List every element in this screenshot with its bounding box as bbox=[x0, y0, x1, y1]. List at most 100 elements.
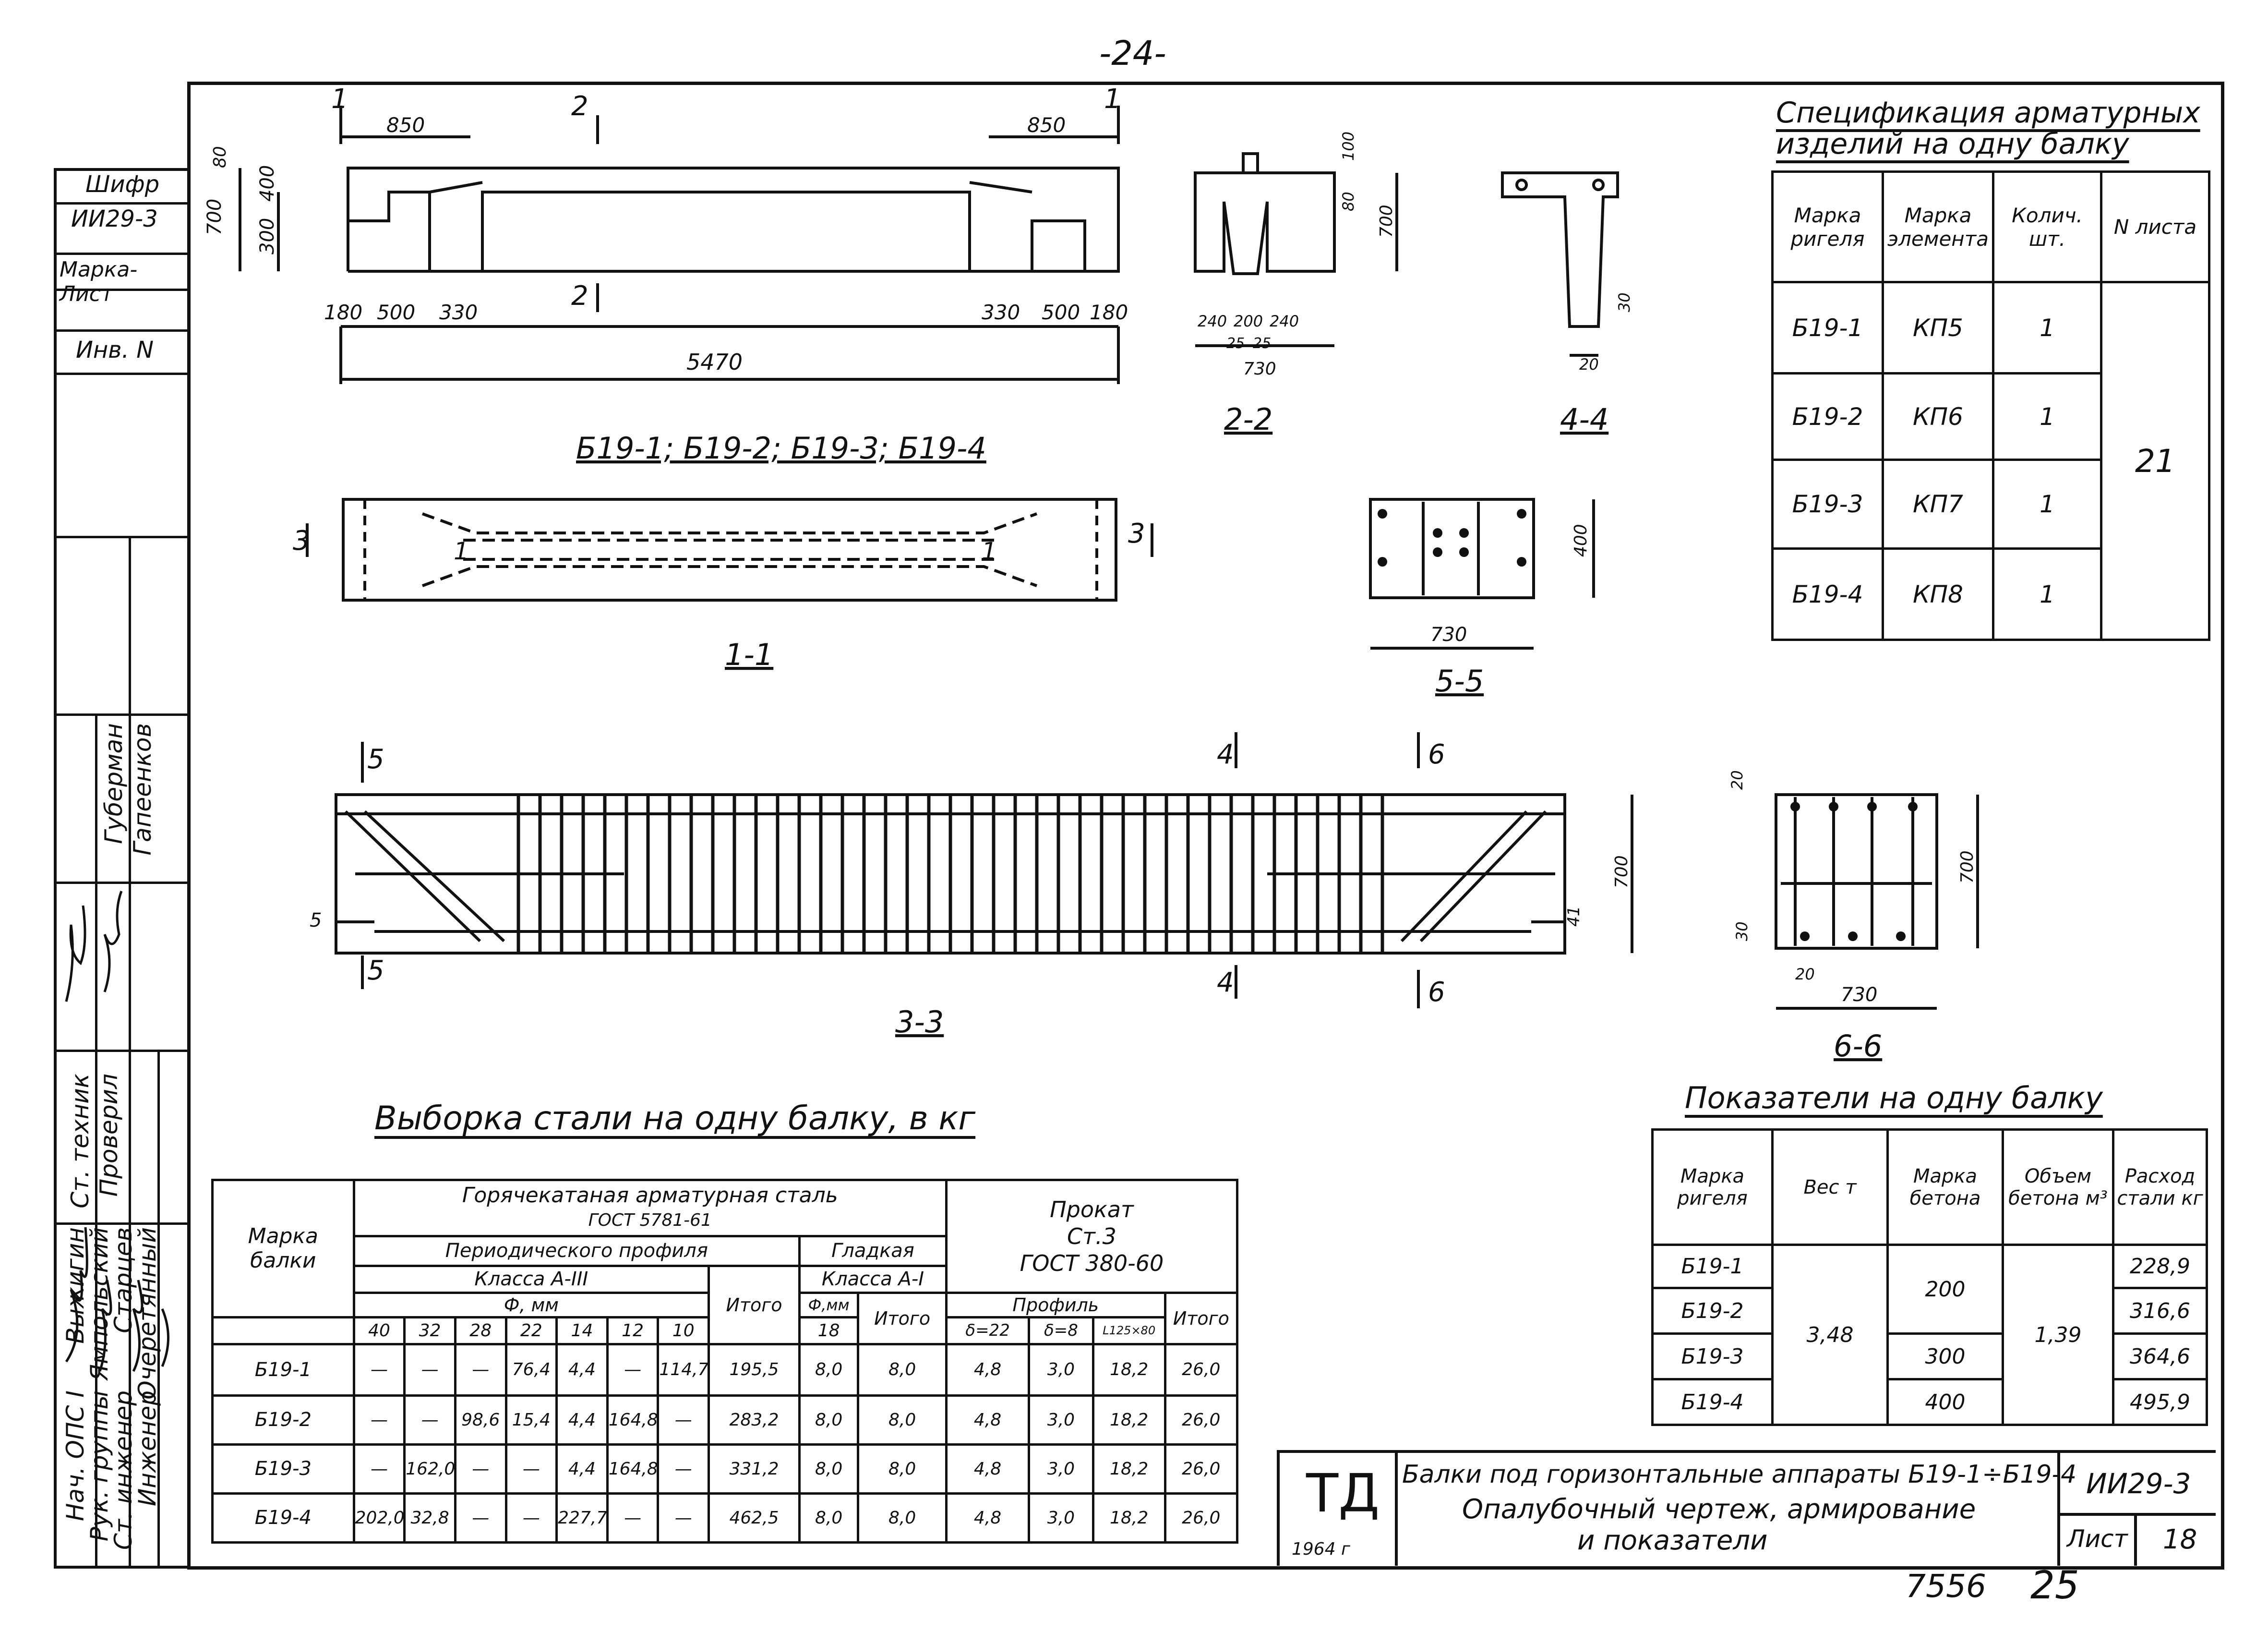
dim-22-730: 730 bbox=[1243, 359, 1276, 379]
mark-6-bottom: 6 bbox=[1428, 977, 1445, 1008]
spec-r1-el: КП5 bbox=[1882, 281, 1994, 375]
steel-r4-c6: — bbox=[606, 1492, 660, 1544]
dim-300: 300 bbox=[256, 218, 278, 254]
title-line-3: и показатели bbox=[1577, 1525, 1768, 1556]
steel-r2-c3: 98,6 bbox=[454, 1394, 507, 1446]
spec-table: Марка ригеля Марка элемента Колич. шт. N… bbox=[1771, 170, 2210, 641]
steel-r1-c13: 18,2 bbox=[1092, 1342, 1166, 1397]
steel-h-st3: Ст.3 bbox=[1067, 1223, 1116, 1249]
steel-d40: 40 bbox=[352, 1316, 406, 1345]
dim-180-right: 180 bbox=[1090, 301, 1128, 324]
dim-400: 400 bbox=[256, 165, 278, 202]
steel-r2-c7: — bbox=[657, 1394, 710, 1446]
steel-h-hot-title: Горячекатаная арматурная сталь bbox=[462, 1183, 838, 1208]
steel-r2-c6: 164,8 bbox=[606, 1394, 660, 1446]
steel-r3-c11: 4,8 bbox=[945, 1443, 1031, 1495]
drawing-frame bbox=[187, 82, 2224, 1570]
steel-h-total2: Итого bbox=[857, 1291, 948, 1345]
steel-p2: δ=8 bbox=[1028, 1316, 1094, 1345]
steel-r2-c14: 26,0 bbox=[1164, 1394, 1239, 1446]
dim-66-730: 730 bbox=[1841, 984, 1877, 1006]
steel-d28: 28 bbox=[454, 1316, 507, 1345]
dim-5470: 5470 bbox=[686, 349, 743, 375]
title-sheet-label: Лист bbox=[2067, 1525, 2128, 1553]
shifr-label: Шифр bbox=[85, 171, 160, 198]
indicators-table: Марка ригеля Вес т Марка бетона Объем бе… bbox=[1651, 1128, 2208, 1426]
steel-r4-c5: 227,7 bbox=[555, 1492, 609, 1544]
ind-volume: 1,39 bbox=[2002, 1244, 2114, 1426]
marka-list-label: Марка-Лист bbox=[60, 257, 138, 306]
spec-h-qty: Колич. шт. bbox=[1992, 170, 2102, 283]
ind-r4-mark: Б19-4 bbox=[1651, 1378, 1774, 1426]
steel-r2-c8: 283,2 bbox=[708, 1394, 801, 1446]
steel-d22: 22 bbox=[504, 1316, 558, 1345]
steel-r4-c3: — bbox=[454, 1492, 507, 1544]
mark-11-right: 1 bbox=[982, 537, 997, 565]
steel-r3-c9: 8,0 bbox=[798, 1443, 860, 1495]
steel-r3-c8: 331,2 bbox=[708, 1443, 801, 1495]
title-year: 1964 г bbox=[1292, 1539, 1350, 1559]
steel-r4-c9: 8,0 bbox=[798, 1492, 860, 1544]
ind-h-mark: Марка ригеля bbox=[1651, 1128, 1774, 1246]
dim-330-right: 330 bbox=[982, 301, 1020, 324]
steel-r1-c0: Б19-1 bbox=[211, 1342, 355, 1397]
dim-33-700: 700 bbox=[1612, 855, 1632, 888]
steel-r3-c3: — bbox=[454, 1443, 507, 1495]
steel-r1-c6: — bbox=[606, 1342, 660, 1397]
steel-r4-c0: Б19-4 bbox=[211, 1492, 355, 1544]
dim-66-20top: 20 bbox=[1728, 770, 1746, 790]
mark-1-right: 1 bbox=[1104, 84, 1121, 115]
steel-r1-c12: 3,0 bbox=[1028, 1342, 1094, 1397]
spec-r4-qty: 1 bbox=[1992, 547, 2102, 641]
ind-r1-mark: Б19-1 bbox=[1651, 1244, 1774, 1289]
dim-330-left: 330 bbox=[439, 301, 478, 324]
steel-r1-c14: 26,0 bbox=[1164, 1342, 1239, 1397]
ind-r3-mark: Б19-3 bbox=[1651, 1332, 1774, 1380]
section-2-2: 2-2 bbox=[1224, 402, 1272, 437]
ind-h-steel: Расход стали кг bbox=[2112, 1128, 2208, 1246]
spec-title-1: Спецификация арматурных bbox=[1776, 96, 2200, 130]
mark-3-right: 3 bbox=[1128, 518, 1145, 549]
steel-r3-c4: — bbox=[504, 1443, 558, 1495]
steel-r1-c2: — bbox=[403, 1342, 456, 1397]
spec-h-rigel: Марка ригеля bbox=[1771, 170, 1884, 283]
mark-1-left: 1 bbox=[331, 84, 348, 115]
mark-4-top: 4 bbox=[1217, 739, 1234, 770]
steel-r2-c12: 3,0 bbox=[1028, 1394, 1094, 1446]
indicators-title: Показатели на одну балку bbox=[1685, 1080, 2103, 1115]
mark-6-top: 6 bbox=[1428, 739, 1445, 770]
steel-r3-c5: 4,4 bbox=[555, 1443, 609, 1495]
dim-22-240b: 240 bbox=[1270, 312, 1299, 330]
mark-5-top: 5 bbox=[367, 744, 384, 775]
section-1-1: 1-1 bbox=[725, 637, 773, 672]
steel-r3-c14: 26,0 bbox=[1164, 1443, 1239, 1495]
steel-r4-c7: — bbox=[657, 1492, 710, 1544]
ind-h-volume: Объем бетона м³ bbox=[2002, 1128, 2114, 1246]
steel-d14: 14 bbox=[555, 1316, 609, 1345]
spec-r2-qty: 1 bbox=[1992, 372, 2102, 461]
spec-r2-el: КП6 bbox=[1882, 372, 1994, 461]
side-block: Шифр ИИ29-3 Марка-Лист Инв. N Нач. ОПС I… bbox=[54, 168, 190, 1569]
section-3-3: 3-3 bbox=[895, 1004, 944, 1040]
dim-33-5: 5 bbox=[310, 909, 322, 931]
steel-d12: 12 bbox=[606, 1316, 660, 1345]
steel-h-rolled-block: Прокат Ст.3 ГОСТ 380-60 bbox=[945, 1179, 1239, 1294]
dim-44-20: 20 bbox=[1579, 355, 1599, 374]
page-number: -24- bbox=[1099, 34, 1166, 73]
steel-r2-c4: 15,4 bbox=[504, 1394, 558, 1446]
steel-p1: δ=22 bbox=[945, 1316, 1031, 1345]
steel-r3-c2: 162,0 bbox=[403, 1443, 456, 1495]
spec-h-sheet: N листа bbox=[2100, 170, 2210, 283]
steel-d18: 18 bbox=[798, 1316, 860, 1345]
mark-2-bottom: 2 bbox=[571, 280, 588, 312]
title-sheet-value: 18 bbox=[2163, 1524, 2197, 1555]
steel-h-gost2: ГОСТ 380-60 bbox=[1020, 1250, 1164, 1276]
steel-h-rolled: Прокат bbox=[1050, 1196, 1134, 1222]
steel-h-class1: Класса А-I bbox=[798, 1264, 948, 1294]
steel-h-smooth: Гладкая bbox=[798, 1235, 948, 1267]
steel-r2-c9: 8,0 bbox=[798, 1394, 860, 1446]
steel-r4-c2: 32,8 bbox=[403, 1492, 456, 1544]
steel-h-hot: Горячекатаная арматурная сталь ГОСТ 5781… bbox=[352, 1178, 948, 1238]
steel-h-class3: Класса А-III bbox=[352, 1264, 710, 1294]
mark-3-left: 3 bbox=[293, 525, 310, 556]
